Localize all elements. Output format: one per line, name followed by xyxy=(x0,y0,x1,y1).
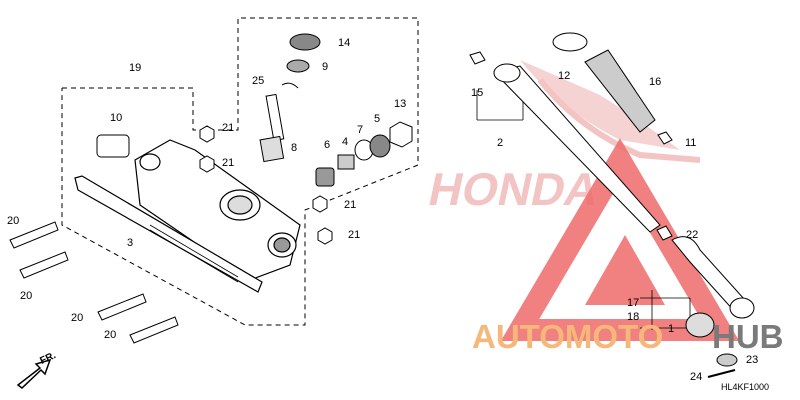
callout-8: 8 xyxy=(291,142,298,154)
callout-21-d: 21 xyxy=(348,229,361,241)
tie-rod-assembly xyxy=(469,32,755,378)
steering-rack xyxy=(74,175,263,293)
nut-21-a xyxy=(199,125,215,143)
callout-15: 15 xyxy=(471,87,484,99)
callout-23: 23 xyxy=(746,354,759,366)
clip-11 xyxy=(657,131,673,145)
callout-22: 22 xyxy=(686,229,699,241)
logo-inner-triangle xyxy=(585,235,665,305)
callout-20-c: 20 xyxy=(71,312,84,324)
rack-teeth xyxy=(149,224,239,283)
callout-12: 12 xyxy=(558,70,571,82)
mount-bolts xyxy=(9,221,179,344)
boot-1 xyxy=(685,312,715,338)
rack-guide-parts xyxy=(315,121,413,187)
callout-10: 10 xyxy=(110,112,123,124)
callout-3: 3 xyxy=(127,237,134,249)
dust-seal-14 xyxy=(289,33,321,51)
clamp-10 xyxy=(96,134,130,158)
watermark-text-right: HUB xyxy=(712,318,784,355)
cotter-pin-24 xyxy=(707,369,736,378)
callout-17: 17 xyxy=(627,297,640,309)
tie-rod-ball-joint xyxy=(493,63,521,83)
rack-bar xyxy=(74,175,263,293)
front-arrow-icon xyxy=(16,358,52,389)
diagram-code: HL4KF1000 xyxy=(721,382,770,392)
bolt-20-d xyxy=(129,316,179,344)
rack-boot-16 xyxy=(584,49,656,133)
mount-boss xyxy=(139,153,161,171)
callout-25: 25 xyxy=(252,75,265,87)
callout-19: 19 xyxy=(129,62,142,74)
callout-9: 9 xyxy=(322,61,329,73)
bolt-20-c xyxy=(97,293,147,321)
bolt-20-b xyxy=(19,251,69,279)
nut-21-c xyxy=(312,195,328,213)
castle-nut-23 xyxy=(716,353,738,367)
nut-21-b xyxy=(199,155,215,173)
lock-nut-22 xyxy=(656,225,673,241)
snap-ring-25 xyxy=(281,82,299,89)
automotohub-logo xyxy=(500,138,740,341)
front-direction-indicator xyxy=(16,358,52,389)
pinion-gear-8 xyxy=(259,135,285,163)
group-outlines xyxy=(61,17,419,326)
spring-4 xyxy=(337,154,355,170)
rack-clamp xyxy=(96,134,130,158)
rack-housing-end-bore xyxy=(273,237,291,253)
pinion-housing-bore xyxy=(227,195,253,215)
brand-wordmark: HONDA xyxy=(424,163,604,214)
callout-18: 18 xyxy=(627,311,640,323)
tie-rod-end-ball xyxy=(729,297,755,319)
callout-5: 5 xyxy=(374,113,381,125)
callout-21-b: 21 xyxy=(222,157,235,169)
nut-21-d xyxy=(317,227,333,245)
callout-16: 16 xyxy=(649,76,662,88)
watermark-text-left: AUTOMOTO xyxy=(472,318,663,355)
seal-9 xyxy=(286,59,310,73)
callout-13: 13 xyxy=(394,98,407,110)
callout-14: 14 xyxy=(338,37,351,49)
callout-21-c: 21 xyxy=(344,199,357,211)
callout-21-a: 21 xyxy=(222,122,235,134)
rack-guide-6 xyxy=(315,167,335,187)
callout-1: 1 xyxy=(668,323,675,335)
callout-20-b: 20 xyxy=(20,290,33,302)
brand-wing-stroke xyxy=(537,78,701,163)
guide-screw-5 xyxy=(369,134,391,158)
nut-15 xyxy=(469,51,486,65)
callout-4: 4 xyxy=(342,136,349,148)
pinion-shaft xyxy=(265,93,285,142)
callout-20-d: 20 xyxy=(104,329,117,341)
callout-7: 7 xyxy=(357,124,364,136)
lock-nut-13 xyxy=(389,121,413,148)
callout-20-a: 20 xyxy=(7,215,20,227)
rack-housing-group-outline xyxy=(61,17,419,326)
bolt-20-a xyxy=(9,221,59,249)
callout-2: 2 xyxy=(497,137,504,149)
boot-band-12 xyxy=(552,32,588,52)
callout-11: 11 xyxy=(685,137,697,149)
automotohub-wordmark: AUTOMOTO HUB xyxy=(472,318,784,355)
callout-6: 6 xyxy=(324,139,331,151)
logo-outer-triangle xyxy=(500,138,740,341)
rack-housing xyxy=(134,139,301,281)
nuts-21 xyxy=(199,125,333,245)
rack-housing-body xyxy=(134,139,301,281)
pinion-assembly xyxy=(259,33,321,163)
callout-24: 24 xyxy=(690,371,703,383)
